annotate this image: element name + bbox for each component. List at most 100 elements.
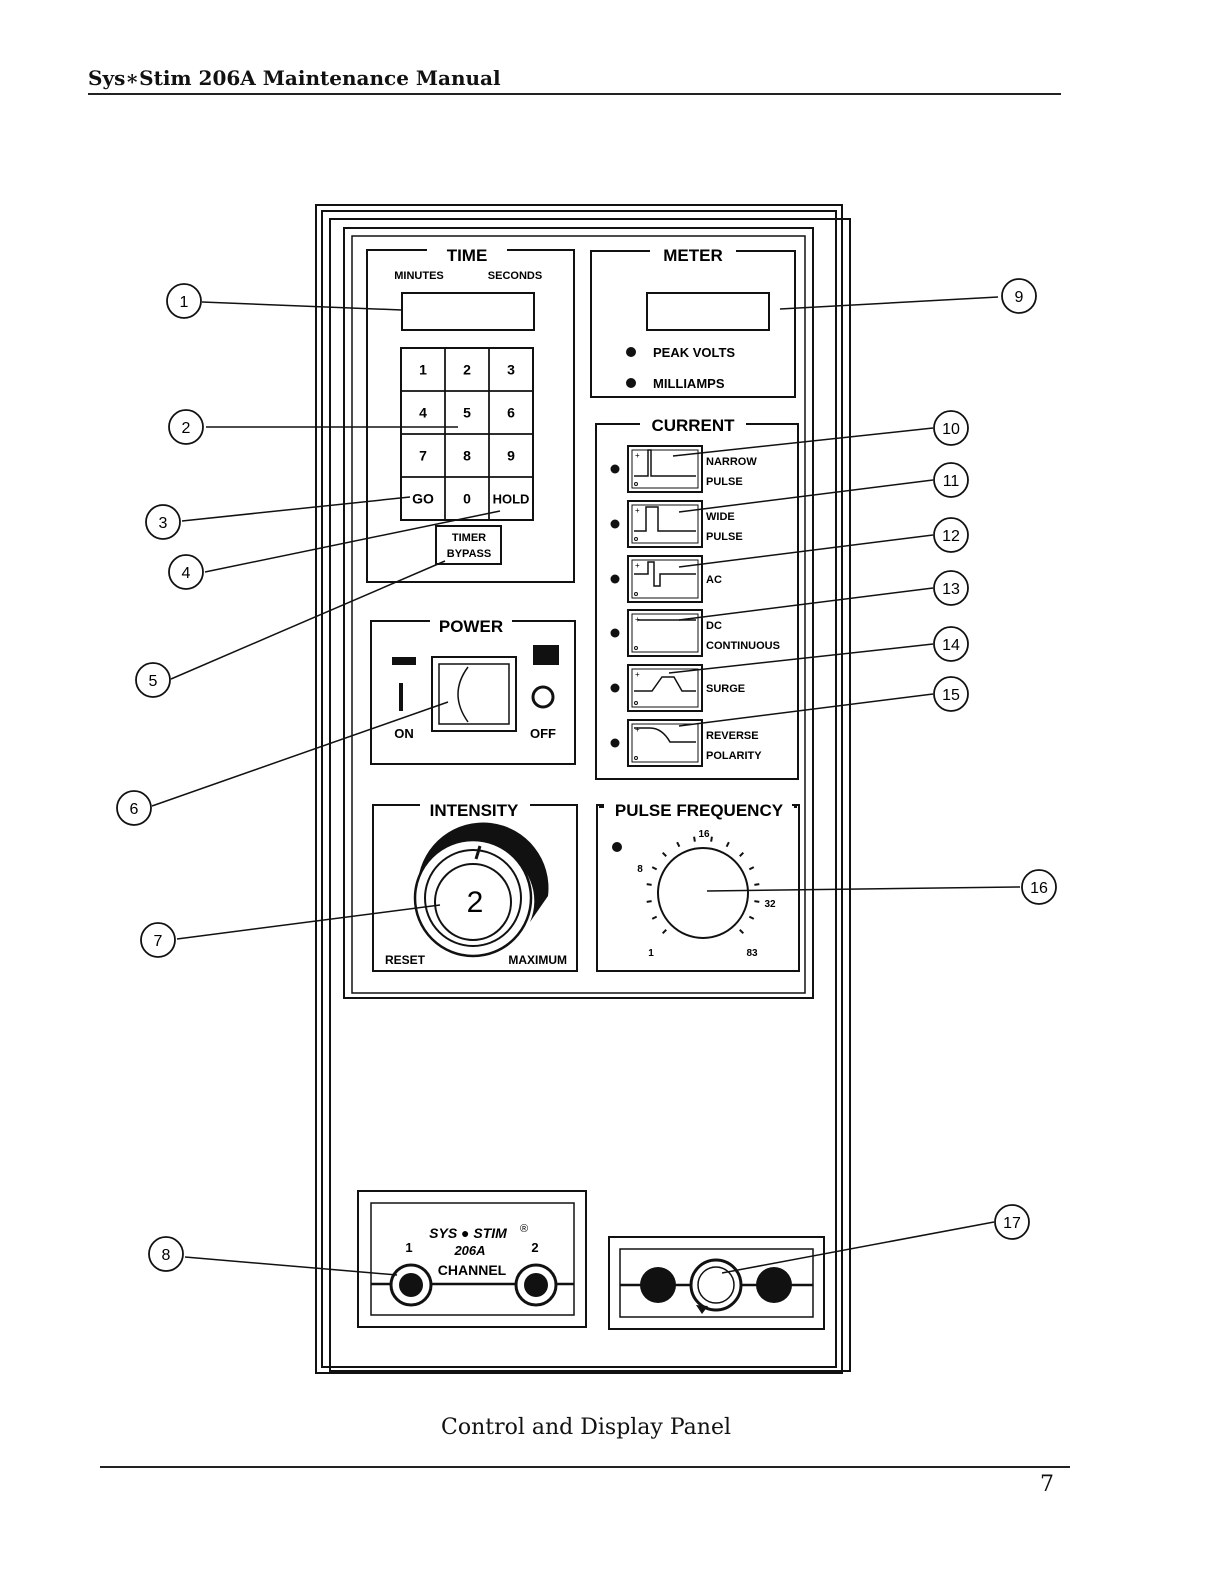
svg-text:+: + bbox=[635, 725, 640, 734]
intensity-title: INTENSITY bbox=[430, 801, 519, 820]
svg-text:+: + bbox=[635, 506, 640, 515]
timer-bypass-button[interactable] bbox=[435, 525, 502, 565]
callout-14 bbox=[933, 626, 969, 662]
channel-reg-mark: ® bbox=[520, 1223, 528, 1235]
page-number: 7 bbox=[1040, 1472, 1054, 1497]
header-rule bbox=[88, 93, 1061, 95]
callout-number: 11 bbox=[943, 473, 960, 490]
current-mode-button[interactable] bbox=[627, 500, 703, 548]
key-label: 9 bbox=[507, 448, 515, 464]
key-label: GO bbox=[412, 491, 434, 507]
key-label: 5 bbox=[463, 405, 471, 421]
current-mode-button[interactable] bbox=[627, 445, 703, 493]
peak-volts-indicator bbox=[626, 347, 636, 357]
callout-10 bbox=[933, 410, 969, 446]
panel-outer-frame bbox=[315, 204, 843, 1374]
power-switch[interactable] bbox=[431, 656, 517, 732]
current-title: CURRENT bbox=[651, 416, 735, 435]
seconds-label: SECONDS bbox=[488, 270, 542, 282]
callout-11 bbox=[933, 462, 969, 498]
current-mode-button[interactable] bbox=[627, 664, 703, 712]
peak-volts-label: PEAK VOLTS bbox=[653, 345, 735, 360]
intensity-section: INTENSITY 2 RESET MAXIMUM bbox=[372, 798, 578, 972]
off-symbol-bar bbox=[533, 645, 559, 665]
connector-left bbox=[640, 1267, 676, 1303]
key-label: 2 bbox=[463, 362, 471, 378]
current-mode-indicator bbox=[610, 628, 620, 638]
timer-bypass-label-1: TIMER bbox=[452, 532, 486, 544]
callout-number: 13 bbox=[942, 581, 960, 598]
current-mode-label: AC bbox=[706, 574, 722, 586]
callout-13 bbox=[933, 570, 969, 606]
on-label: ON bbox=[394, 726, 414, 741]
key-label: 4 bbox=[419, 405, 427, 421]
key-hold[interactable] bbox=[488, 476, 534, 521]
callout-number: 10 bbox=[942, 421, 960, 438]
callout-12 bbox=[933, 517, 969, 553]
callout-1 bbox=[166, 283, 202, 319]
callout-number: 7 bbox=[154, 933, 163, 950]
svg-text:+: + bbox=[635, 561, 640, 570]
current-mode-button[interactable] bbox=[627, 719, 703, 767]
pulse-frequency-indicator bbox=[612, 842, 622, 852]
pulse-frequency-title: PULSE FREQUENCY bbox=[615, 801, 784, 820]
svg-text:+: + bbox=[635, 451, 640, 460]
meter-display bbox=[646, 292, 770, 331]
key-label: 6 bbox=[507, 405, 515, 421]
callout-5 bbox=[135, 662, 171, 698]
current-mode-label-2: POLARITY bbox=[706, 750, 762, 762]
time-title: TIME bbox=[447, 246, 488, 265]
current-mode-indicator bbox=[610, 738, 620, 748]
current-mode-button[interactable] bbox=[627, 555, 703, 603]
current-mode-indicator bbox=[610, 464, 620, 474]
freq-scale-83: 83 bbox=[746, 948, 758, 959]
callout-17 bbox=[994, 1204, 1030, 1240]
connector-right bbox=[756, 1267, 792, 1303]
footer-rule bbox=[100, 1466, 1070, 1468]
milliamps-label: MILLIAMPS bbox=[653, 376, 725, 391]
callout-number: 16 bbox=[1030, 880, 1048, 897]
pulse-frequency-ticks bbox=[646, 836, 760, 935]
callout-number: 8 bbox=[162, 1247, 171, 1264]
channel-model: 206A bbox=[453, 1243, 485, 1258]
current-mode-label: DC bbox=[706, 620, 722, 632]
pulse-frequency-knob[interactable] bbox=[657, 847, 749, 939]
svg-text:+: + bbox=[635, 615, 640, 624]
current-mode-button[interactable] bbox=[627, 609, 703, 657]
callout-leaders bbox=[151, 296, 1021, 1276]
reset-label: RESET bbox=[385, 953, 426, 967]
svg-text:+: + bbox=[635, 670, 640, 679]
callout-16 bbox=[1021, 869, 1057, 905]
milliamps-indicator bbox=[626, 378, 636, 388]
callout-3 bbox=[145, 504, 181, 540]
key-label: HOLD bbox=[493, 492, 530, 507]
time-display bbox=[401, 292, 535, 331]
callout-4 bbox=[168, 554, 204, 590]
callout-2 bbox=[168, 409, 204, 445]
freq-scale-32: 32 bbox=[764, 899, 776, 910]
callout-7 bbox=[140, 922, 176, 958]
timer-bypass-label-2: BYPASS bbox=[447, 548, 491, 560]
key-label: 0 bbox=[463, 491, 471, 507]
callout-number: 17 bbox=[1003, 1215, 1021, 1232]
callout-number: 5 bbox=[149, 673, 158, 690]
callout-9 bbox=[1001, 278, 1037, 314]
meter-section: METER PEAK VOLTS MILLIAMPS bbox=[590, 244, 796, 398]
key-label: 7 bbox=[419, 448, 427, 464]
maximum-label: MAXIMUM bbox=[508, 953, 567, 967]
current-mode-label: REVERSE bbox=[706, 730, 759, 742]
callout-6 bbox=[116, 790, 152, 826]
on-symbol-bar bbox=[392, 657, 416, 665]
channel-1-label: 1 bbox=[405, 1240, 412, 1255]
callout-number: 15 bbox=[942, 687, 960, 704]
current-mode-indicator bbox=[610, 683, 620, 693]
output-connector-module bbox=[608, 1236, 825, 1330]
pulse-frequency-section: PULSE FREQUENCY 16 8 32 1 83 bbox=[596, 798, 800, 972]
channel-label: CHANNEL bbox=[438, 1262, 507, 1278]
callout-number: 14 bbox=[942, 637, 960, 654]
callout-number: 6 bbox=[130, 801, 139, 818]
callout-15 bbox=[933, 676, 969, 712]
